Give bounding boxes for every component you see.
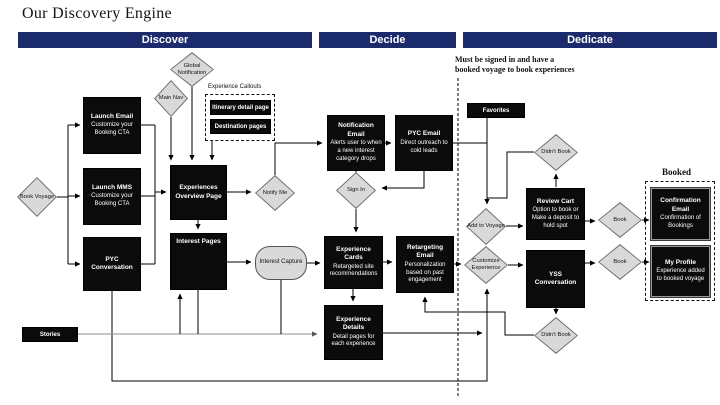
- node-retargeting-email-title: Retargeting Email: [406, 243, 444, 260]
- decision-notify-me: Notify Me: [255, 175, 295, 211]
- phase-header-discover: Discover: [18, 32, 312, 48]
- node-confirmation-email-title: Confirmation Email: [660, 197, 701, 213]
- node-experiences-overview-title: Experiences Overview Page: [175, 184, 222, 200]
- node-experience-cards-title: Experience Cards: [336, 245, 371, 262]
- decision-main-nav: Main Nav: [154, 80, 188, 117]
- node-interest-pages-title: Interest Pages: [176, 238, 221, 245]
- phase-header-dedicate: Dedicate: [463, 32, 717, 48]
- node-confirmation-email-body: Confirmation of Bookings: [660, 215, 701, 229]
- node-experience-cards: Experience Cards Retargeted site recomme…: [324, 236, 383, 289]
- node-experience-cards-body: Retargeted site recommendations: [329, 263, 378, 278]
- decision-didnt-book-bottom-label: Didn't Book: [541, 332, 571, 339]
- decision-sign-in: Sign In: [336, 172, 376, 209]
- node-launch-mms-title: Launch MMS: [91, 183, 133, 191]
- node-experience-details-title: Experience Details: [336, 315, 371, 332]
- node-launch-mms: Launch MMS Customize your Booking CTA: [83, 168, 141, 225]
- decision-add-to-voyage: Add to Voyage: [466, 208, 506, 245]
- decision-book-voyage-label: Book Voyage: [19, 193, 55, 200]
- booked-label: Booked: [662, 167, 692, 177]
- decision-book-bottom-label: Book: [613, 258, 627, 265]
- decision-customize-experience: Customize Experience: [464, 246, 508, 284]
- node-favorites: Favorites: [467, 103, 525, 118]
- decision-didnt-book-top-label: Didn't Book: [541, 149, 571, 156]
- node-launch-email-title: Launch Email: [90, 112, 134, 120]
- node-experiences-overview-page: Experiences Overview Page: [170, 165, 227, 220]
- node-interest-capture: Interest Capture: [255, 246, 307, 280]
- node-review-cart-body: Option to book or Make a deposit to hold…: [531, 207, 580, 229]
- node-yss-conversation: YSS Conversation: [526, 250, 585, 308]
- node-experience-details: Experience Details Detail pages for each…: [324, 305, 383, 360]
- node-pyc-email-body: Direct outreach to cold leads: [400, 139, 448, 154]
- node-pyc-conversation-title: PYC Conversation: [91, 255, 133, 271]
- node-launch-email-body: Customize your Booking CTA: [91, 122, 133, 137]
- decision-notify-me-label: Notify Me: [262, 189, 288, 196]
- signed-in-note: Must be signed in and have a booked voya…: [455, 55, 575, 74]
- decision-customize-experience-label: Customize Experience: [471, 258, 501, 271]
- node-review-cart: Review Cart Option to book or Make a dep…: [526, 188, 585, 240]
- node-notification-email-title: Notification Email: [338, 122, 374, 138]
- decision-global-notification: Global Notification: [170, 52, 214, 87]
- node-launch-email: Launch Email Customize your Booking CTA: [83, 97, 141, 154]
- node-stories: Stories: [22, 327, 78, 342]
- node-review-cart-title: Review Cart: [536, 197, 575, 205]
- decision-didnt-book-bottom: Didn't Book: [534, 317, 578, 354]
- decision-sign-in-label: Sign In: [346, 187, 366, 194]
- node-notification-email-body: Alerts user to when a new interest categ…: [330, 140, 382, 162]
- decision-book-top: Book: [598, 202, 642, 238]
- decision-add-to-voyage-label: Add to Voyage: [467, 223, 505, 230]
- node-itinerary-detail-page: Itinerary detail page: [210, 100, 271, 115]
- booked-group: [645, 181, 715, 301]
- decision-book-bottom: Book: [598, 244, 642, 280]
- decision-book-voyage: Book Voyage: [17, 177, 57, 217]
- node-launch-mms-body: Customize your Booking CTA: [91, 193, 133, 208]
- node-my-profile-body: Experience added to booked voyage: [656, 268, 705, 283]
- node-retargeting-email-body: Personalization based on past engagement: [404, 261, 446, 284]
- signed-in-note-line1: Must be signed in and have a: [455, 55, 555, 64]
- phase-header-decide: Decide: [319, 32, 456, 48]
- node-retargeting-email: Retargeting Email Personalization based …: [396, 236, 454, 293]
- experience-callouts-label: Experience Callouts: [208, 84, 262, 90]
- node-pyc-email-title: PYC Email: [407, 130, 441, 138]
- decision-global-notification-label: Global Notification: [177, 62, 207, 76]
- node-pyc-conversation: PYC Conversation: [83, 237, 141, 291]
- node-confirmation-email: Confirmation Email Confirmation of Booki…: [650, 187, 711, 241]
- node-pyc-email: PYC Email Direct outreach to cold leads: [395, 115, 453, 171]
- node-notification-email: Notification Email Alerts user to when a…: [327, 115, 385, 171]
- node-my-profile-title: My Profile: [664, 258, 697, 266]
- node-interest-pages: Interest Pages: [170, 233, 227, 290]
- node-my-profile: My Profile Experience added to booked vo…: [650, 245, 711, 298]
- node-experience-details-body: Detail pages for each experience: [331, 333, 376, 348]
- decision-didnt-book-top: Didn't Book: [534, 134, 578, 171]
- experience-callouts-group: [205, 94, 275, 141]
- decision-book-top-label: Book: [613, 216, 627, 223]
- node-yss-conversation-title: YSS Conversation: [534, 270, 577, 286]
- node-destination-pages: Destination pages: [210, 119, 271, 134]
- decision-main-nav-label: Main Nav: [158, 95, 184, 102]
- signed-in-note-line2: booked voyage to book experiences: [455, 64, 575, 74]
- page-title: Our Discovery Engine: [22, 5, 172, 22]
